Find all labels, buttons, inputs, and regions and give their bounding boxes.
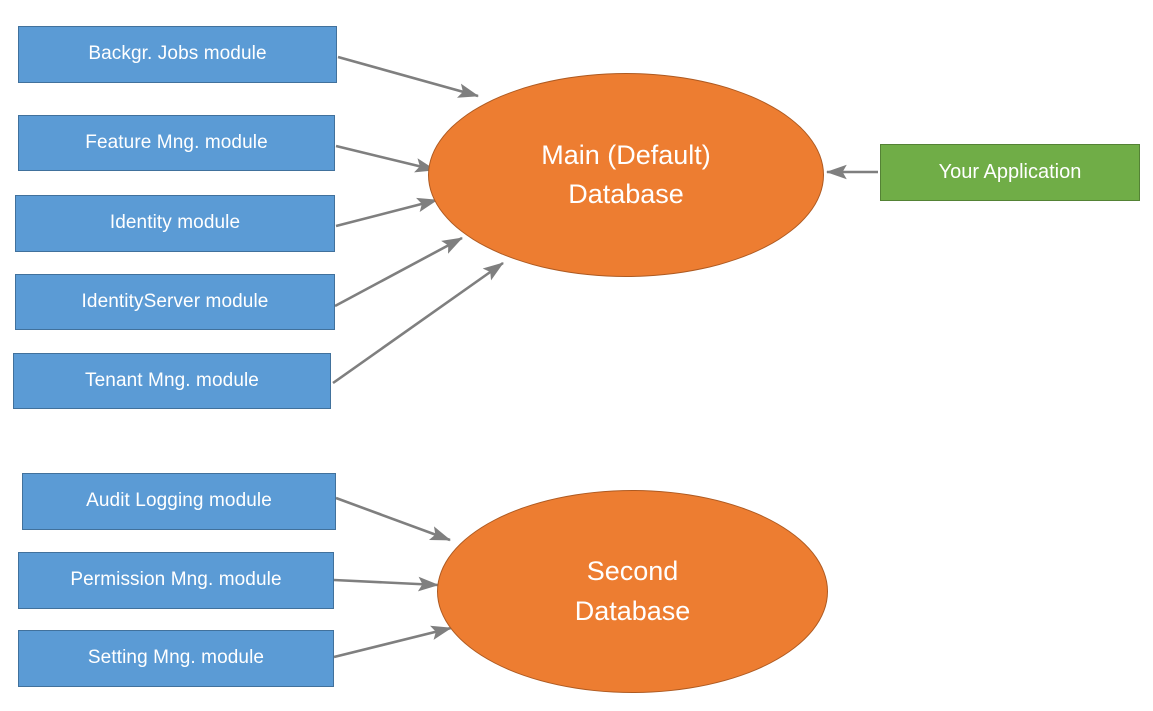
connector-tenant-mng-to-main bbox=[332, 261, 504, 385]
module-box-setting-mng[interactable]: Setting Mng. module bbox=[18, 630, 334, 687]
module-label: IdentityServer module bbox=[81, 290, 269, 312]
connector-setting-mng-to-second bbox=[333, 625, 453, 659]
application-label: Your Application bbox=[938, 160, 1082, 183]
connector-feature-mng-to-main bbox=[335, 144, 437, 173]
database-label-line2: Database bbox=[568, 179, 684, 209]
module-label: Tenant Mng. module bbox=[85, 369, 259, 391]
connector-identityserver-to-main bbox=[334, 236, 463, 308]
module-label: Setting Mng. module bbox=[87, 647, 265, 669]
module-label: Feature Mng. module bbox=[85, 131, 268, 153]
module-box-backgr-jobs[interactable]: Backgr. Jobs module bbox=[18, 26, 337, 83]
application-box[interactable]: Your Application bbox=[880, 144, 1140, 201]
module-label: Backgr. Jobs module bbox=[88, 43, 267, 65]
database-label-line1: Main (Default) bbox=[541, 139, 711, 170]
database-second[interactable]: Second Database bbox=[437, 490, 828, 693]
database-main-default[interactable]: Main (Default) Database bbox=[428, 73, 824, 277]
module-label: Permission Mng. module bbox=[70, 569, 282, 591]
module-label: Audit Logging module bbox=[86, 490, 272, 512]
connector-backgr-jobs-to-main bbox=[337, 55, 480, 98]
module-box-identity[interactable]: Identity module bbox=[15, 195, 335, 252]
connector-permission-mng-to-second bbox=[333, 576, 440, 592]
module-label: Identity module bbox=[109, 212, 241, 234]
module-box-audit-logging[interactable]: Audit Logging module bbox=[22, 473, 336, 530]
module-box-feature-mng[interactable]: Feature Mng. module bbox=[18, 115, 335, 171]
connector-audit-logging-to-second bbox=[335, 496, 451, 542]
database-label-line1: Second bbox=[586, 556, 679, 587]
module-box-identityserver[interactable]: IdentityServer module bbox=[15, 274, 335, 330]
module-box-tenant-mng[interactable]: Tenant Mng. module bbox=[13, 353, 331, 409]
database-label-line2: Database bbox=[574, 595, 691, 626]
module-box-permission-mng[interactable]: Permission Mng. module bbox=[18, 552, 334, 609]
connector-identity-to-main bbox=[335, 197, 439, 228]
